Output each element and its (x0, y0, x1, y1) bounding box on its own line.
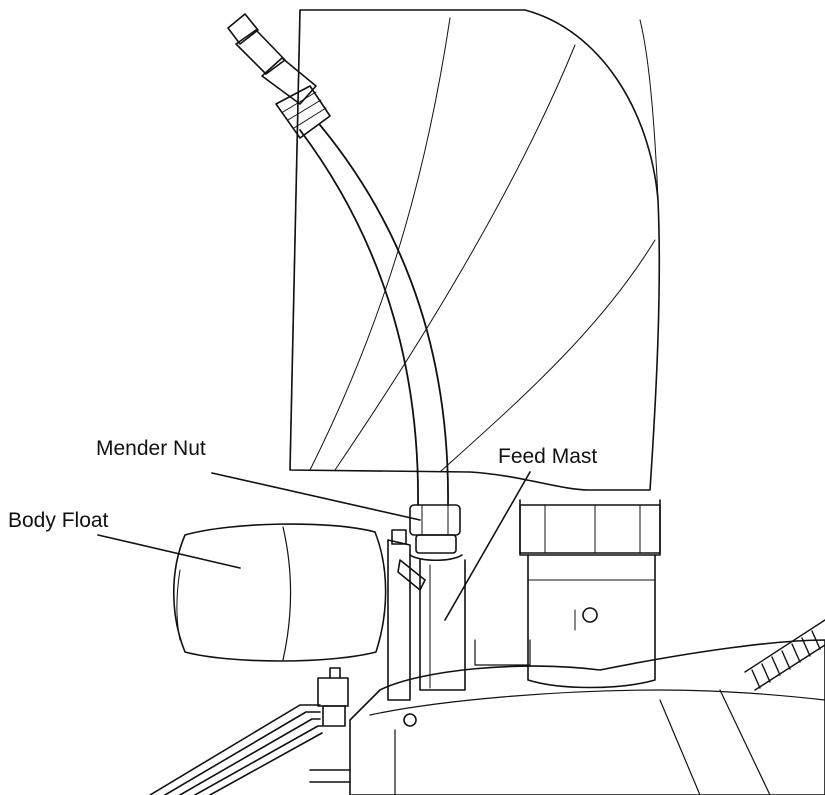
feed-mast-leader (444, 471, 531, 621)
shield-panel (289, 9, 661, 491)
label-mender-nut: Mender Nut (96, 437, 206, 460)
mender-nut (409, 504, 463, 562)
label-body-float: Body Float (8, 509, 109, 532)
lower-pipe (149, 667, 351, 795)
coiled-hose (744, 619, 825, 691)
label-feed-mast: Feed Mast (498, 445, 598, 468)
mender-nut-leader (211, 472, 421, 521)
base-housing (349, 639, 825, 795)
body-float (172, 523, 387, 662)
main-cylinder (519, 499, 661, 689)
hose (299, 124, 449, 506)
hose-fitting (227, 13, 331, 139)
body-float-leader (97, 534, 241, 569)
feed-mast (387, 529, 466, 701)
leader-lines (97, 471, 531, 621)
